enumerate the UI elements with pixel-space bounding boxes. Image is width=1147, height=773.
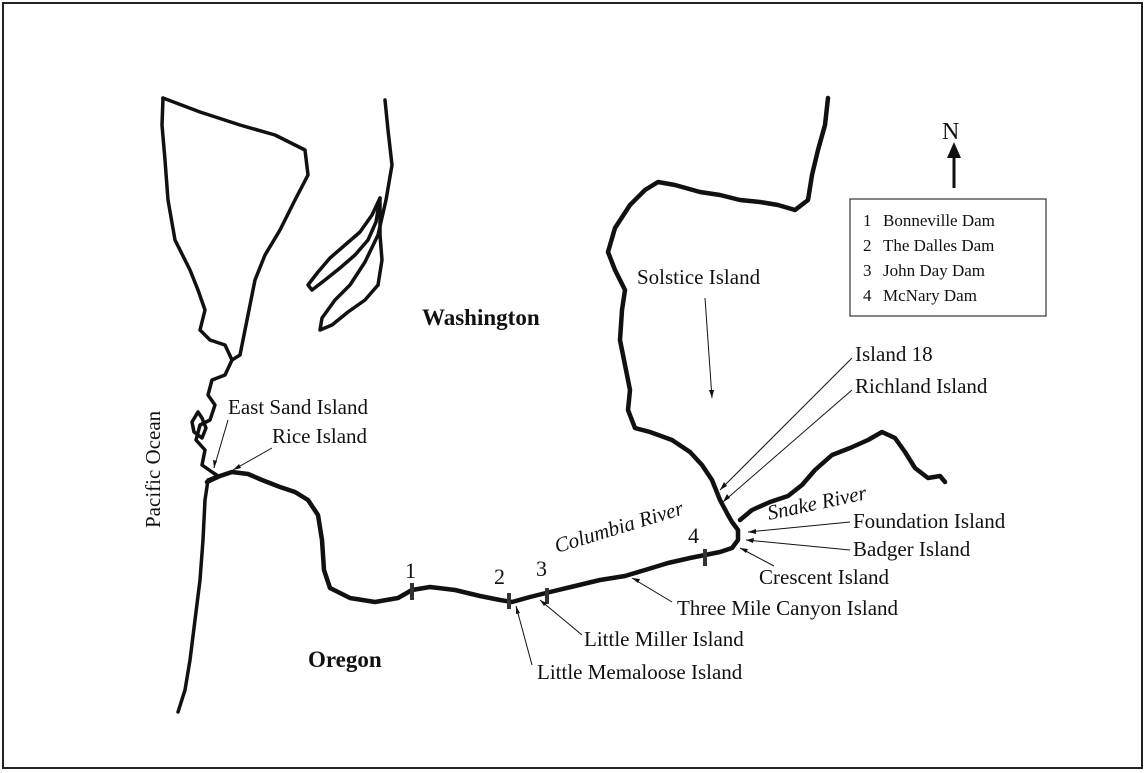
dam-number-1: 1 bbox=[405, 558, 416, 583]
label-island-18: Island 18 bbox=[855, 342, 933, 366]
leader-island-18 bbox=[719, 357, 853, 491]
legend-name-4: McNary Dam bbox=[883, 286, 977, 305]
arrowhead-solstice bbox=[709, 390, 714, 398]
label-rice-island: Rice Island bbox=[272, 424, 368, 448]
state-label-oregon: Oregon bbox=[308, 647, 382, 672]
willapa-bay bbox=[190, 410, 208, 440]
arrowhead-little-miller bbox=[540, 600, 547, 606]
puget-sound-inlet-2 bbox=[306, 196, 382, 292]
puget-sound-inlet-1 bbox=[318, 98, 394, 332]
dam-number-3: 3 bbox=[536, 556, 547, 581]
label-badger-island: Badger Island bbox=[853, 537, 971, 561]
leader-lines bbox=[213, 297, 853, 666]
leader-foundation bbox=[747, 521, 851, 533]
arrowhead-east-sand bbox=[213, 460, 217, 468]
north-label: N bbox=[942, 119, 959, 145]
arrowhead-rice bbox=[233, 464, 241, 470]
dam-number-2: 2 bbox=[494, 564, 505, 589]
legend-num-4: 4 bbox=[863, 286, 872, 305]
north-arrow-icon: N bbox=[942, 119, 961, 188]
leader-badger bbox=[745, 539, 851, 551]
puget-sound-west-shore bbox=[161, 96, 310, 362]
arrowhead-little-memaloose bbox=[516, 606, 520, 614]
legend-num-1: 1 bbox=[863, 211, 872, 230]
leader-three-mile bbox=[631, 577, 673, 603]
label-three-mile-canyon-island: Three Mile Canyon Island bbox=[677, 596, 899, 620]
legend-num-2: 2 bbox=[863, 236, 872, 255]
legend-name-1: Bonneville Dam bbox=[883, 211, 995, 230]
label-richland-island: Richland Island bbox=[855, 374, 988, 398]
arrowhead-island-18 bbox=[720, 482, 727, 490]
label-little-memaloose-island: Little Memaloose Island bbox=[537, 660, 743, 684]
leader-little-memaloose bbox=[515, 605, 533, 666]
puget-sound-inlet-3 bbox=[376, 196, 384, 287]
legend-name-3: John Day Dam bbox=[883, 261, 985, 280]
snake-river-path bbox=[737, 429, 948, 523]
legend-num-3: 3 bbox=[863, 261, 872, 280]
dam-number-4: 4 bbox=[688, 523, 699, 548]
columbia-river-upper bbox=[605, 95, 831, 518]
leader-richland bbox=[722, 389, 853, 503]
arrowhead-foundation bbox=[748, 529, 756, 534]
leader-little-miller bbox=[539, 599, 583, 636]
label-solstice-island: Solstice Island bbox=[637, 265, 761, 289]
label-foundation-island: Foundation Island bbox=[853, 509, 1006, 533]
state-label-washington: Washington bbox=[422, 305, 540, 330]
ocean-label: Pacific Ocean bbox=[141, 410, 165, 528]
label-east-sand-island: East Sand Island bbox=[228, 395, 368, 419]
leader-east-sand bbox=[213, 419, 229, 469]
label-little-miller-island: Little Miller Island bbox=[584, 627, 744, 651]
columbia-river-label: Columbia River bbox=[551, 496, 687, 558]
arrowhead-three-mile bbox=[632, 578, 640, 583]
legend-frame bbox=[849, 198, 1047, 317]
legend-name-2: The Dalles Dam bbox=[883, 236, 994, 255]
leader-solstice bbox=[704, 297, 713, 399]
pacific-coastline bbox=[160, 96, 234, 714]
arrowhead-richland bbox=[723, 494, 730, 502]
columbia-river-lower bbox=[204, 469, 741, 605]
label-crescent-island: Crescent Island bbox=[759, 565, 890, 589]
arrowhead-crescent bbox=[740, 548, 748, 553]
dam-legend: 1 Bonneville Dam 2 The Dalles Dam 3 John… bbox=[849, 198, 1047, 317]
arrowhead-badger bbox=[746, 538, 754, 543]
